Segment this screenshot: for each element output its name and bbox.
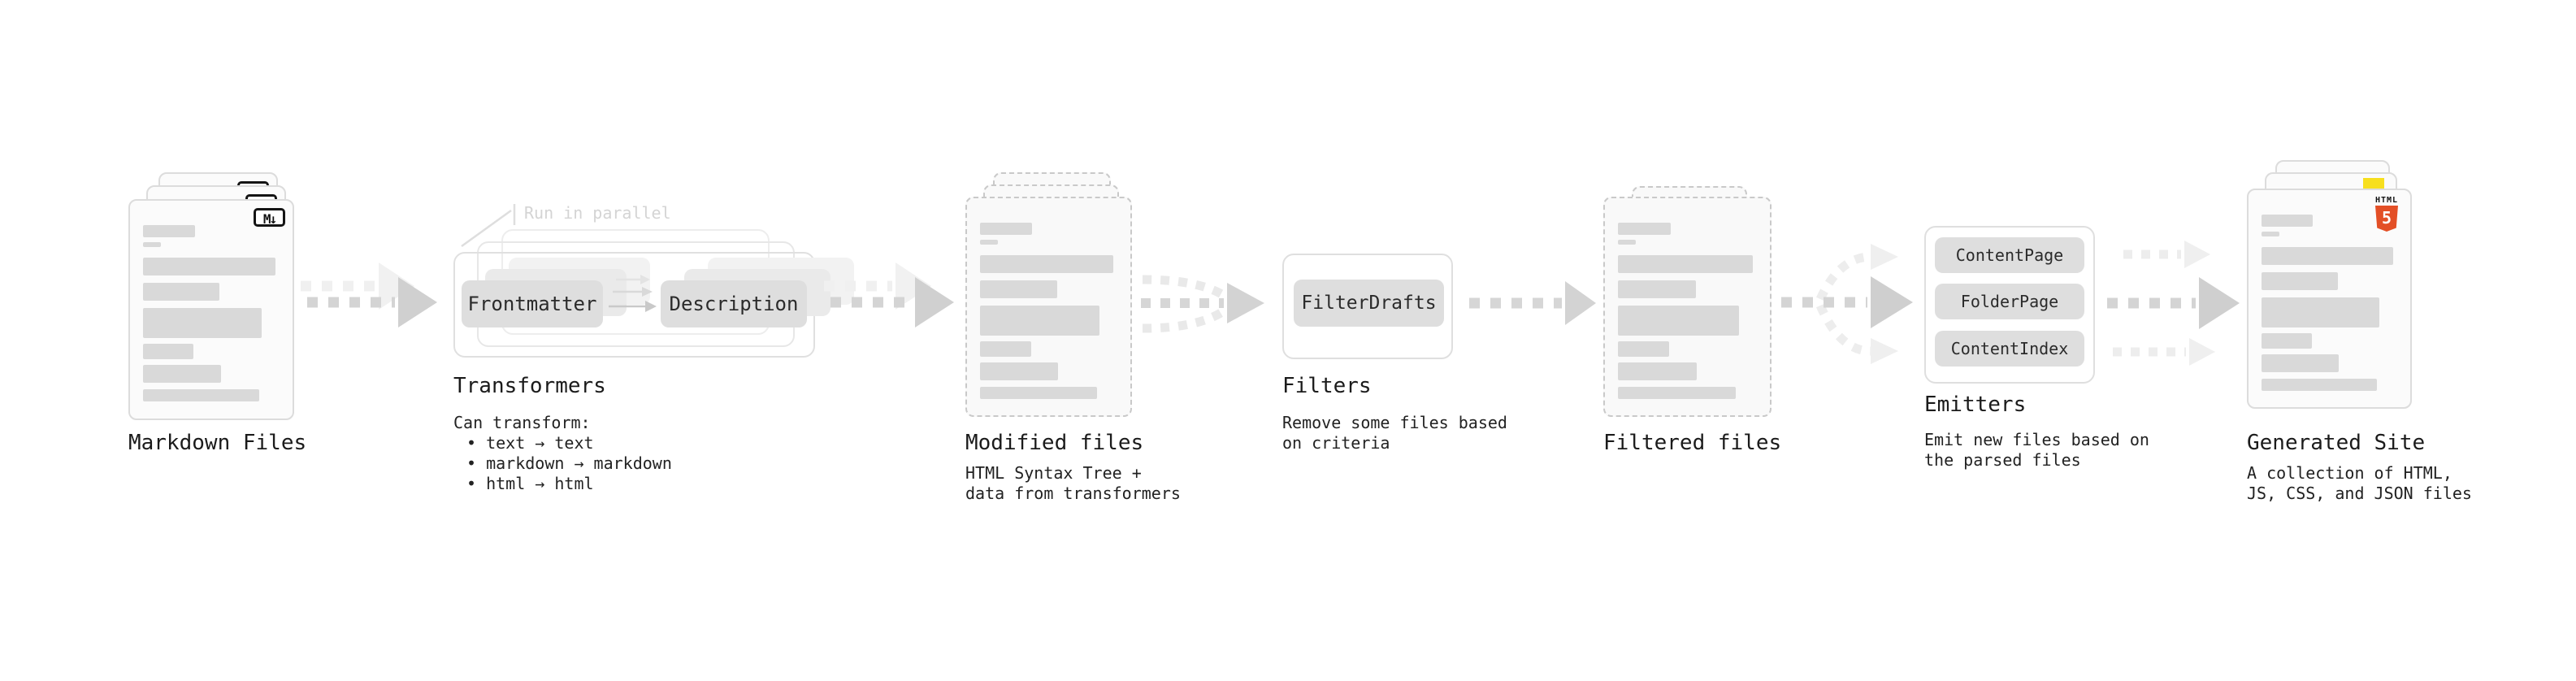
modified-files-description: HTML Syntax Tree + data from transformer…: [965, 463, 1181, 504]
modified-desc-line: HTML Syntax Tree +: [965, 463, 1142, 483]
arrow-emitters-to-generated-middle: [2107, 277, 2240, 329]
modified-file-card-front: [965, 197, 1132, 417]
generated-file-card-front: HTML 5: [2247, 189, 2412, 409]
content-bar: [143, 389, 259, 401]
stage-label-modified-files: Modified files: [965, 431, 1144, 455]
emitters-description: Emit new files based on the parsed files: [1924, 430, 2149, 471]
html5-icon-shield: 5: [2375, 206, 2398, 232]
stage-label-filters: Filters: [1282, 374, 1372, 398]
contentpage-pill: ContentPage: [1935, 237, 2084, 273]
stage-label-emitters: Emitters: [1924, 393, 2027, 417]
transformers-bullet: • markdown → markdown: [466, 453, 672, 473]
markdown-icon: M↓: [254, 208, 285, 227]
content-bar: [143, 225, 195, 237]
file-content-placeholder: [143, 214, 280, 401]
emitters-desc-line: Emit new files based on: [1924, 430, 2149, 449]
run-in-parallel-annotation: Run in parallel: [524, 203, 671, 223]
content-bar: [1618, 223, 1671, 235]
content-bar: [143, 283, 220, 301]
content-bar: [2262, 354, 2340, 372]
transformers-bullet: • html → html: [466, 474, 594, 493]
filters-description: Remove some files based on criteria: [1282, 413, 1507, 453]
stage-label-markdown-files: Markdown Files: [128, 431, 307, 455]
transformers-desc-title: Can transform:: [453, 413, 591, 432]
content-bar: [1618, 362, 1698, 380]
content-bar: [2262, 247, 2393, 265]
arrow-filters-to-filtered: [1469, 281, 1596, 325]
filtered-file-card-front: [1603, 197, 1772, 417]
content-bar: [1618, 387, 1737, 399]
content-bar: [980, 341, 1031, 357]
content-bar: [980, 280, 1057, 298]
content-bar: [143, 344, 194, 359]
content-bar: [143, 308, 262, 338]
javascript-file-icon: [2363, 178, 2384, 189]
filters-desc-line: on criteria: [1282, 433, 1390, 453]
arrow-emitters-to-generated-bottom: [2113, 338, 2215, 366]
stage-label-transformers: Transformers: [453, 374, 606, 398]
markdown-file-card-front: M↓: [128, 199, 294, 420]
content-bar: [143, 242, 161, 247]
arrow-markdown-to-transformers: [301, 262, 437, 327]
generated-desc-line: JS, CSS, and JSON files: [2247, 484, 2472, 503]
arrow-modified-to-filters-merge: [1141, 275, 1264, 333]
content-bar: [1618, 240, 1637, 245]
emitters-desc-line: the parsed files: [1924, 450, 2081, 470]
content-bar: [1618, 255, 1753, 273]
content-bar: [980, 223, 1033, 235]
content-bar: [2262, 379, 2377, 391]
modified-desc-line: data from transformers: [965, 484, 1181, 503]
file-content-placeholder: [1618, 211, 1757, 399]
transformers-description: Can transform: • text → text • markdown …: [453, 413, 672, 494]
content-bar: [980, 362, 1059, 380]
file-content-placeholder: [980, 211, 1117, 399]
content-bar: [2262, 215, 2314, 227]
arrow-emitters-to-generated-top: [2123, 241, 2210, 268]
file-content-placeholder: [2262, 203, 2397, 391]
transformers-bullet: • text → text: [466, 433, 594, 453]
filters-desc-line: Remove some files based: [1282, 413, 1507, 432]
content-bar: [2262, 333, 2312, 349]
content-bar: [2262, 297, 2380, 327]
stage-label-generated-site: Generated Site: [2247, 431, 2426, 455]
content-bar: [980, 306, 1100, 336]
html5-icon-label: HTML: [2374, 196, 2399, 205]
filterdrafts-pill: FilterDrafts: [1294, 280, 1444, 327]
content-bar: [980, 240, 998, 245]
contentindex-pill: ContentIndex: [1935, 331, 2084, 367]
content-bar: [143, 365, 221, 383]
content-bar: [1618, 341, 1670, 357]
content-bar: [1618, 280, 1696, 298]
html5-file-icon: HTML 5: [2372, 196, 2401, 232]
content-bar: [2262, 272, 2338, 290]
content-bar: [143, 258, 275, 275]
stage-label-filtered-files: Filtered files: [1603, 431, 1782, 455]
content-bar: [980, 255, 1113, 273]
generated-desc-line: A collection of HTML,: [2247, 463, 2452, 483]
arrow-filtered-to-emitters-fanout: [1781, 244, 1913, 364]
generated-site-description: A collection of HTML, JS, CSS, and JSON …: [2247, 463, 2472, 504]
description-pill: Description: [661, 280, 807, 327]
content-bar: [2262, 232, 2279, 236]
content-bar: [980, 387, 1097, 399]
folderpage-pill: FolderPage: [1935, 284, 2084, 319]
frontmatter-pill: Frontmatter: [462, 280, 603, 327]
content-bar: [1618, 306, 1739, 336]
